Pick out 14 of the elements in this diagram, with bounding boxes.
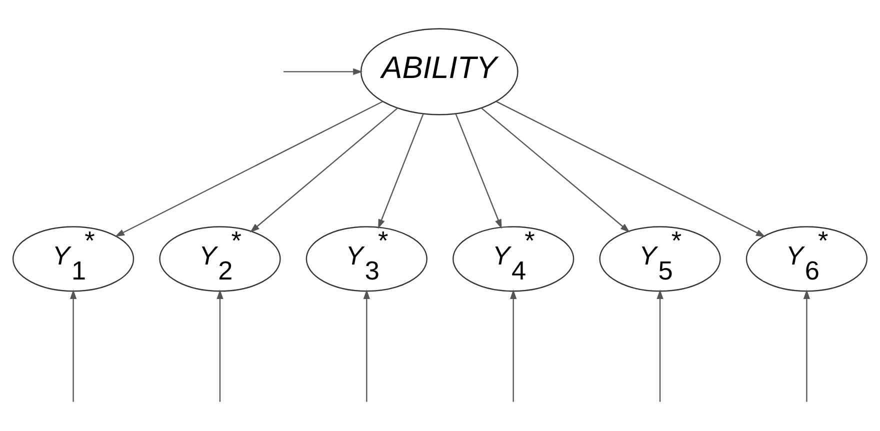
arrow <box>114 100 383 236</box>
arrow <box>803 288 810 402</box>
arrow <box>284 68 363 75</box>
arrow <box>363 288 370 402</box>
arrow <box>70 288 77 402</box>
node-ellipse: ABILITY <box>360 28 518 115</box>
arrow <box>481 107 630 232</box>
arrow <box>250 107 398 232</box>
arrow <box>455 113 502 228</box>
arrow <box>216 288 224 402</box>
arrow <box>378 113 424 228</box>
arrow <box>510 288 517 402</box>
arrow <box>656 288 664 402</box>
arrow <box>496 100 766 237</box>
